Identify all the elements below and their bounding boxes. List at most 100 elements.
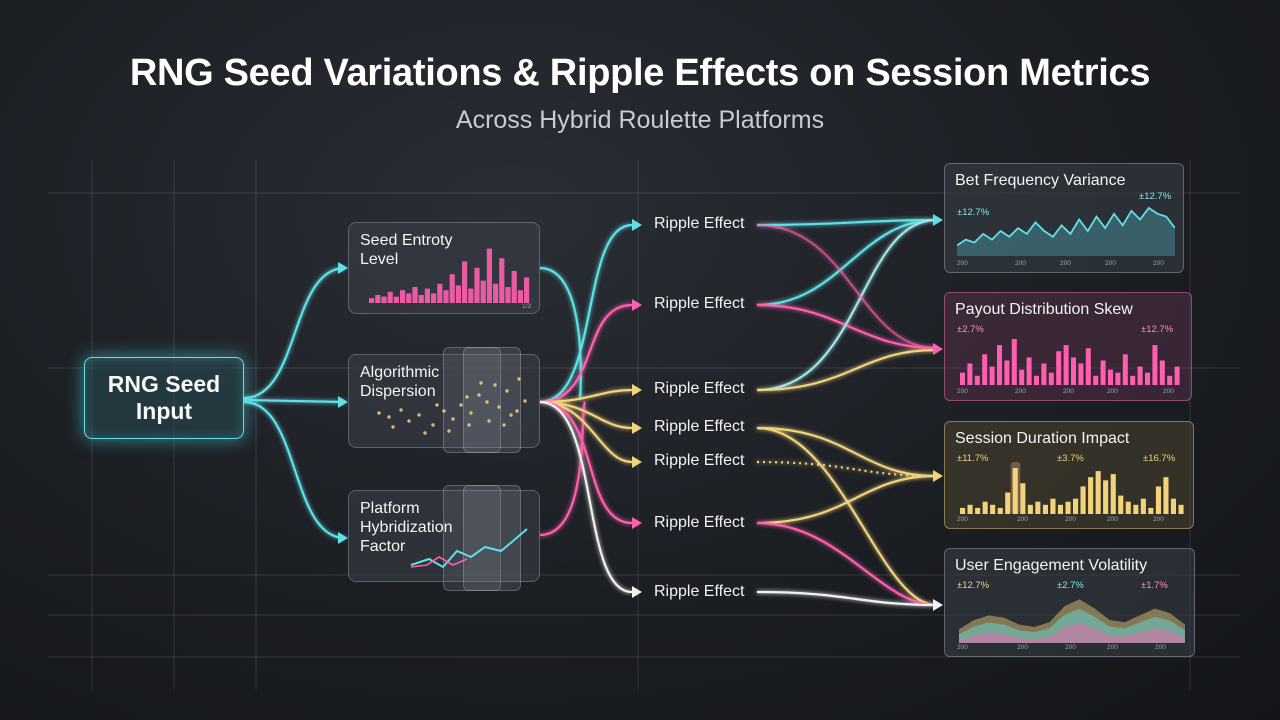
ripple-label-4: Ripple Effect [654,418,745,435]
dispersion-point [485,400,489,404]
bet-frequency-area-chart [957,206,1175,256]
arrow-ripple-1 [632,219,642,231]
engagement-area-layer [959,622,1185,643]
entropy-bar [406,293,412,303]
dispersion-point [407,419,411,423]
layer-card [443,347,501,453]
variance-badge: ±12.7% [1139,191,1172,202]
entropy-bar [511,271,517,303]
factor-label: Platform Hybridization Factor [360,500,453,555]
duration-bar [1125,501,1131,514]
axis-tick: 200 [1017,516,1028,523]
panel-title: Bet Frequency Variance [955,172,1126,189]
factor-node-algorithmic-dispersion[interactable]: Algorithmic Dispersion [348,347,540,453]
duration-bar [1035,501,1041,514]
payout-bar [1063,345,1069,385]
dispersion-point [451,417,455,421]
panel-title: User Engagement Volatility [955,557,1148,574]
payout-bar [989,366,995,385]
metric-panel-session-duration[interactable]: Session Duration Impact ±11.7% ±3.7% ±16… [944,421,1194,529]
factor-label: Seed Entroty Level [360,232,453,268]
payout-bar [1159,360,1165,385]
duration-bar [967,504,973,514]
duration-bar [1103,480,1109,514]
metric-panel-user-engagement[interactable]: User Engagement Volatility ±12.7% ±2.7% … [944,548,1195,657]
dispersion-point [477,393,481,397]
factor-node-platform-hybridization[interactable]: Platform Hybridization Factor [348,485,540,591]
layer-card [443,485,501,591]
axis-tick: 200 [957,260,968,267]
entropy-bar [449,274,455,303]
payout-bar [1071,357,1076,385]
axis-tick: 200 [1017,644,1028,651]
rng-seed-input-node[interactable]: RNG Seed Input [84,357,244,439]
entropy-bar [524,277,530,303]
payout-bar [1019,369,1025,385]
dispersion-point [435,403,439,407]
duration-bar [1073,498,1079,514]
duration-bar [1163,477,1169,514]
wire-ripple2-panel2 [756,303,937,350]
axis-tick: 200 [1153,260,1164,267]
payout-bar [1034,375,1039,385]
payout-bar [1041,363,1047,385]
entropy-bar [517,290,523,303]
duration-bar [1027,504,1033,514]
metric-panel-bet-frequency[interactable]: Bet Frequency Variance ±12.7% ±12.7% 200… [944,163,1184,273]
payout-bar [1174,366,1180,385]
duration-bar [1005,492,1011,514]
payout-bar [1093,375,1099,385]
axis-tick: 200 [1107,388,1118,395]
dispersion-point [497,405,501,409]
entropy-bar [443,290,449,303]
axis-tick: 200 [1065,644,1076,651]
payout-bar [967,363,973,385]
duration-bar [1110,474,1116,514]
axis-tick: 200 [1060,260,1071,267]
dispersion-point [465,395,469,399]
engagement-area-layer [959,608,1185,643]
axis-tick: 200 [1153,516,1164,523]
duration-bar [1170,498,1176,514]
wire-ripple6-panel4 [756,521,937,607]
dispersion-point [423,431,427,435]
duration-bar [1148,507,1154,514]
duration-bar [1012,468,1018,514]
entropy-bar [400,290,406,303]
payout-bar [1108,369,1113,385]
payout-bar [982,354,988,385]
entropy-bar [437,283,443,303]
arrow-to-panel-2 [933,343,943,355]
wire-ripple1-panel2 [756,223,937,350]
entropy-bar [431,293,437,303]
ripple-label-1: Ripple Effect [654,215,745,232]
dispersion-point [487,419,491,423]
session-duration-bar-chart [960,462,1184,514]
entropy-bar [480,280,486,303]
metric-panel-payout-skew[interactable]: Payout Distribution Skew ±2.7% ±12.7% 20… [944,292,1192,401]
factor-label: Algorithmic Dispersion [360,364,440,400]
entropy-bar [493,283,499,303]
entropy-bar [462,261,468,303]
arrow-to-panel-1 [933,214,943,226]
dispersion-point [469,411,473,415]
duration-bar [1020,483,1026,514]
payout-bar [1130,375,1136,385]
dispersion-point [509,413,513,417]
duration-bar [1178,504,1184,514]
dispersion-point [391,425,395,429]
layer-card [463,485,521,591]
dispersion-point [417,413,421,417]
axis-tick: 200 [1155,644,1166,651]
dispersion-point [479,381,483,385]
payout-skew-bar-chart [960,339,1180,385]
duration-bar [1042,504,1048,514]
series-line [957,206,1175,247]
entropy-bar [486,248,492,303]
wire-input-entropy [243,266,346,400]
ripple-label-7: Ripple Effect [654,583,745,600]
arrow-ripple-6 [632,517,642,529]
entropy-bar [412,287,418,303]
dispersion-point [399,408,403,412]
factor-node-seed-entropy[interactable]: Seed Entroty Level 1/3 [348,222,540,314]
